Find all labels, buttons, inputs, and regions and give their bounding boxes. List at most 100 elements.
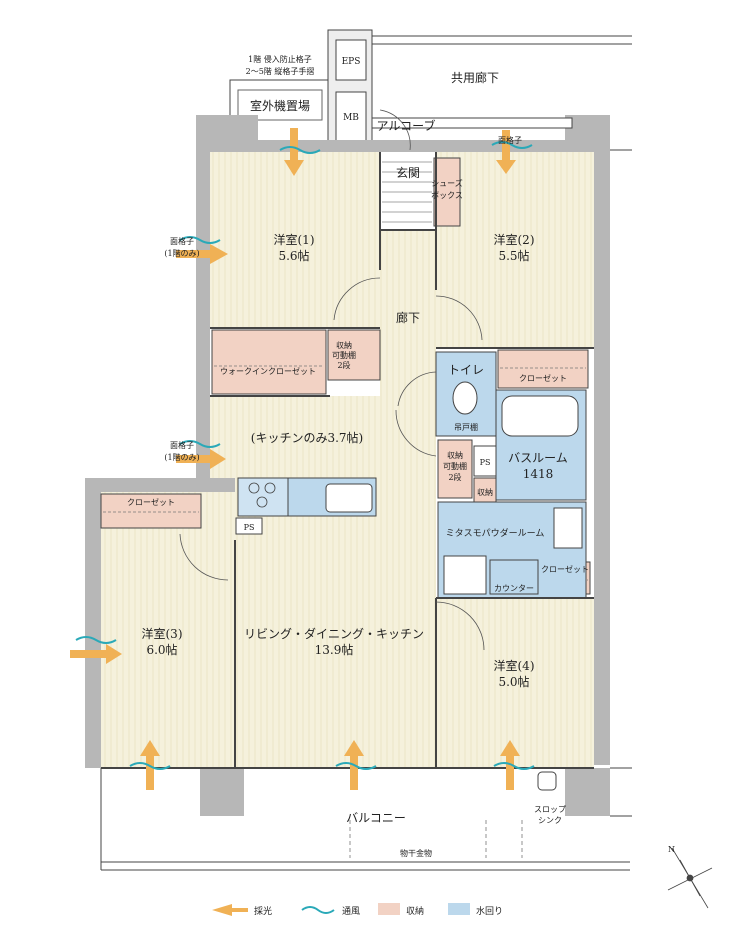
western-room-3-size: 6.0帖 bbox=[146, 642, 177, 657]
mb-label: MB bbox=[343, 113, 359, 123]
alcove-line bbox=[371, 117, 573, 129]
slop-sink bbox=[537, 771, 557, 791]
western-room-4-floor bbox=[436, 598, 594, 768]
water-legend-swatch bbox=[448, 903, 470, 915]
eps-box bbox=[335, 39, 367, 81]
door-swings bbox=[179, 109, 485, 651]
small-storage-label: 収納 bbox=[477, 487, 493, 497]
toilet-bowl bbox=[452, 381, 478, 415]
ps-label-bath: PS bbox=[480, 458, 491, 467]
ldk-floor bbox=[235, 478, 436, 768]
ldk-name: リビング・ダイニング・キッチン bbox=[244, 626, 424, 641]
western-room-3-name: 洋室(3) bbox=[142, 626, 183, 641]
daylight-arrow bbox=[496, 130, 516, 174]
balcony-label: バルコニー bbox=[346, 811, 406, 825]
entrance-steps bbox=[382, 161, 432, 223]
adjustable-shelf-label-2: 可動棚 bbox=[332, 350, 356, 360]
kitchen-floor bbox=[210, 396, 436, 478]
shared-corridor-label: 共用廊下 bbox=[451, 70, 499, 85]
wall-right bbox=[594, 155, 610, 765]
alcove-label: アルコーブ bbox=[377, 118, 436, 133]
closet-room-4-label: クローゼット bbox=[541, 564, 589, 574]
daylight-arrow bbox=[176, 449, 226, 469]
adjustable-shelf-2-label-1: 収納 bbox=[447, 450, 463, 460]
first-floor-only-label: (1階のみ) bbox=[164, 248, 199, 258]
wall-left bbox=[196, 115, 210, 480]
toilet-label: トイレ bbox=[448, 363, 484, 377]
burner bbox=[248, 482, 260, 494]
lattice-note-line-2: 2～5階 縦格子手摺 bbox=[246, 66, 315, 76]
vanity-counter bbox=[489, 559, 539, 595]
ventilation-legend-icon bbox=[301, 906, 335, 914]
counter-label: カウンター bbox=[494, 584, 534, 593]
kitchen-sink bbox=[325, 483, 373, 513]
daylight-arrow bbox=[284, 128, 304, 176]
storage-legend-swatch bbox=[378, 903, 400, 915]
entrance-floor bbox=[380, 152, 436, 230]
slop-sink-label-2: シンク bbox=[538, 816, 562, 825]
western-room-2-floor bbox=[436, 152, 594, 348]
closet-room-3 bbox=[100, 493, 202, 529]
adjustable-shelf-2-label-2: 可動棚 bbox=[443, 461, 467, 471]
adjustable-shelf-label-3: 2段 bbox=[337, 360, 350, 370]
mb-box bbox=[335, 91, 367, 143]
daylight-arrow bbox=[176, 244, 228, 264]
slop-sink-label-1: スロップ bbox=[534, 805, 566, 814]
vanity-basin bbox=[553, 507, 583, 549]
daylight-legend-icon bbox=[212, 904, 248, 916]
balcony-pillar bbox=[200, 768, 244, 816]
face-lattice-label-left-2: 面格子 bbox=[170, 440, 194, 450]
walk-in-closet bbox=[211, 329, 327, 395]
balcony-pillar bbox=[565, 768, 610, 816]
corridor-label: 廊下 bbox=[396, 310, 420, 325]
face-lattice-label-left: 面格子 bbox=[170, 236, 194, 246]
shoe-box-label-1: シューズ bbox=[431, 178, 463, 188]
entrance-label: 玄関 bbox=[396, 165, 420, 180]
western-room-2-size: 5.5帖 bbox=[498, 248, 529, 263]
corridor-storage bbox=[327, 329, 381, 381]
wall-left-room3 bbox=[85, 478, 101, 768]
washing-machine-pan bbox=[443, 555, 487, 595]
daylight-arrow bbox=[70, 644, 122, 664]
western-room-3-floor bbox=[101, 492, 235, 768]
ventilation-marks bbox=[75, 141, 535, 770]
closet-room-2-label: クローゼット bbox=[519, 373, 567, 383]
western-room-4-size: 5.0帖 bbox=[498, 674, 529, 689]
ps-label-kitchen: PS bbox=[244, 523, 255, 532]
powder-room-label: ミタスモパウダールーム bbox=[446, 527, 545, 539]
face-lattice-label-top: 面格子 bbox=[498, 135, 522, 145]
burner bbox=[256, 496, 268, 508]
laundry-pole-lines bbox=[349, 820, 523, 858]
hanging-shelf-label: 吊戸棚 bbox=[454, 422, 478, 432]
walk-in-closet-label: ウォークインクローゼット bbox=[220, 366, 316, 376]
adjustable-shelf-label-1: 収納 bbox=[336, 340, 352, 350]
ps-box bbox=[473, 445, 497, 477]
first-floor-only-label-2: (1階のみ) bbox=[164, 452, 199, 462]
legend-daylight: 採光 bbox=[254, 905, 272, 917]
western-room-1-floor bbox=[210, 152, 380, 328]
legend-storage: 収納 bbox=[406, 905, 424, 917]
shoe-box bbox=[433, 157, 461, 227]
closet-room-2 bbox=[497, 349, 589, 389]
western-room-2-name: 洋室(2) bbox=[494, 232, 535, 247]
western-room-1-size: 5.6帖 bbox=[278, 248, 309, 263]
compass-north-label: N bbox=[668, 845, 675, 854]
burner bbox=[264, 482, 276, 494]
ps-box bbox=[235, 517, 263, 535]
legend-ventilation: 通風 bbox=[342, 906, 360, 917]
toilet-side-storage bbox=[437, 439, 473, 499]
bathroom-name: バスルーム bbox=[508, 451, 568, 465]
wall-top-room3 bbox=[85, 478, 235, 492]
laundry-pole-label: 物干金物 bbox=[400, 848, 432, 858]
bathroom-size: 1418 bbox=[523, 467, 554, 481]
western-room-4-name: 洋室(4) bbox=[494, 658, 535, 673]
outdoor-unit-label: 室外機置場 bbox=[250, 98, 310, 113]
closet-room-3-label: クローゼット bbox=[127, 497, 175, 507]
legend-water: 水回り bbox=[476, 905, 503, 917]
lattice-note-line-1: 1階 侵入防止格子 bbox=[248, 54, 312, 64]
eps-label: EPS bbox=[342, 57, 361, 67]
compass-icon bbox=[667, 847, 713, 909]
kitchen-size-note: (キッチンのみ3.7帖) bbox=[251, 430, 363, 445]
western-room-1-name: 洋室(1) bbox=[274, 232, 315, 247]
